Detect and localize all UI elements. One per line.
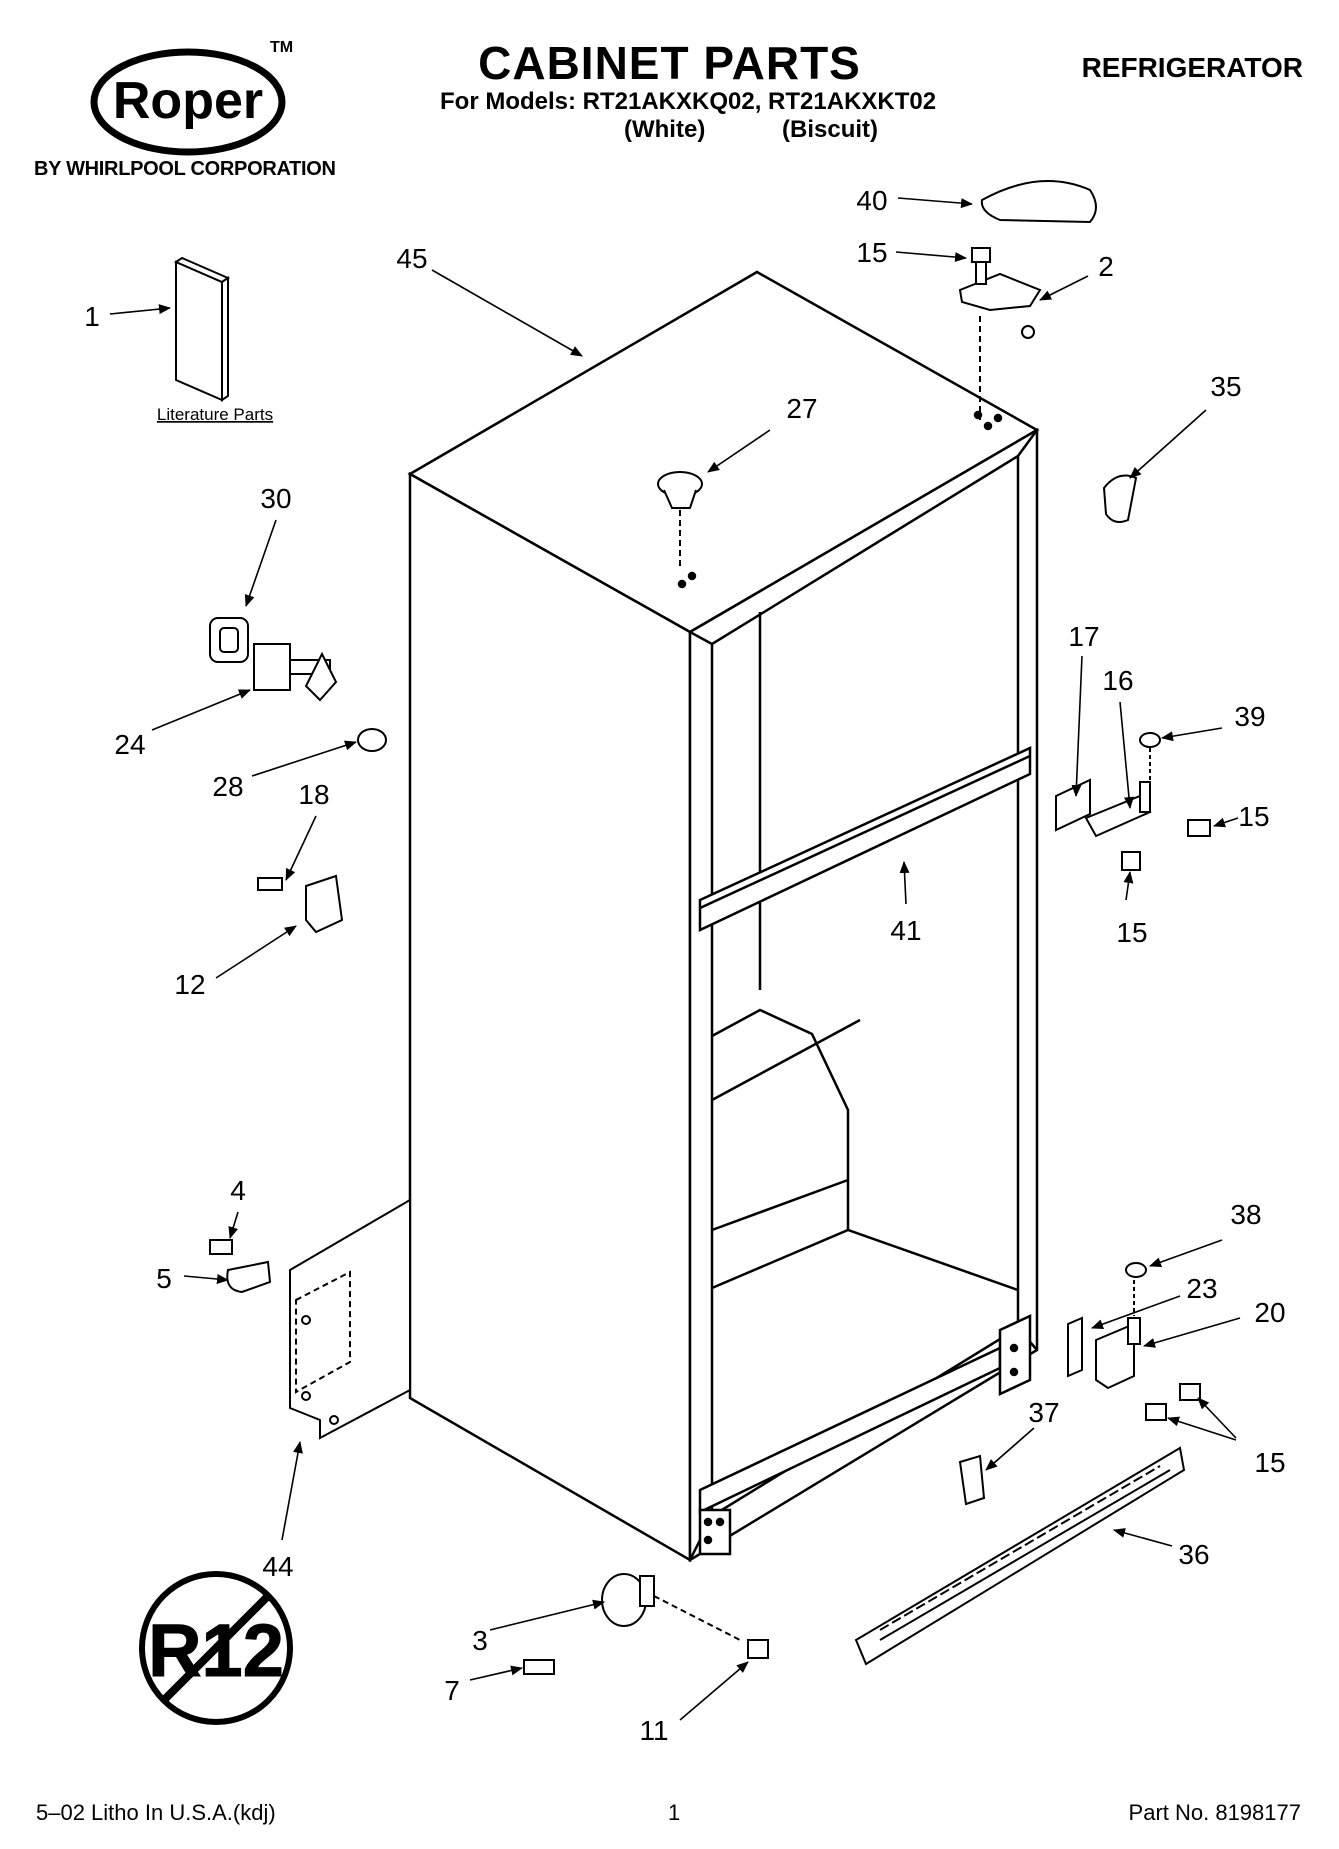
valve-assembly-24: [253, 643, 338, 702]
callout-35: 35: [1210, 371, 1241, 402]
washer-39: [1139, 732, 1161, 748]
callout-37: 37: [1028, 1397, 1059, 1428]
callout-44: 44: [262, 1551, 293, 1582]
center-hinge-16: [1084, 748, 1152, 838]
color-white: (White): [624, 116, 706, 143]
washer-38: [1125, 1262, 1147, 1278]
plug-button: [657, 471, 703, 566]
screws-15-bottom: [1145, 1383, 1201, 1421]
rear-access-panel: [289, 1198, 411, 1440]
roper-logo: Roper TM: [90, 39, 293, 156]
callout-16: 16: [1102, 665, 1133, 696]
callout-28: 28: [212, 771, 243, 802]
callout-15-bottom: 15: [1254, 1447, 1285, 1478]
footer-page-number: 1: [668, 1800, 681, 1825]
callout-15-top: 15: [856, 237, 887, 268]
callout-15-low: 15: [1116, 917, 1147, 948]
callout-23: 23: [1186, 1273, 1217, 1304]
footer-part-number: Part No. 8198177: [1128, 1800, 1301, 1825]
callout-18: 18: [298, 779, 329, 810]
color-biscuit: (Biscuit): [782, 116, 878, 143]
callout-11: 11: [639, 1715, 668, 1746]
callout-12: 12: [174, 969, 205, 1000]
callout-38: 38: [1230, 1199, 1261, 1230]
r12-badge-text: R12: [148, 1609, 284, 1692]
callout-17: 17: [1068, 621, 1099, 652]
hinge-screw: [971, 247, 991, 285]
callout-45: 45: [396, 243, 427, 274]
screw-15-right: [1121, 819, 1211, 871]
callout-1: 1: [84, 301, 100, 332]
callout-4: 4: [230, 1175, 246, 1206]
no-r12-badge: R12: [139, 1571, 293, 1725]
washer-28: [357, 728, 387, 752]
screw-11: [747, 1639, 769, 1659]
roller-bracket-3: [601, 1573, 741, 1641]
callout-3: 3: [472, 1625, 488, 1656]
pin-7: [523, 1659, 555, 1675]
literature-booklet: [173, 256, 231, 402]
bracket-12: [257, 874, 344, 934]
models-line: For Models: RT21AKXKQ02, RT21AKXKT02: [440, 88, 937, 115]
callout-numbers: 1 45 40 15 2 35 27 30 24 28 18 12 17 16 …: [84, 185, 1285, 1746]
brand-byline: BY WHIRLPOOL CORPORATION: [34, 158, 336, 180]
callout-30: 30: [260, 483, 291, 514]
hinge-shim-17: [1055, 778, 1091, 832]
leader-lines: [109, 197, 1241, 1721]
callout-15-mid: 15: [1238, 801, 1269, 832]
callout-5: 5: [156, 1263, 172, 1294]
hinge-cap: [1102, 474, 1138, 523]
callout-36: 36: [1178, 1539, 1209, 1570]
callout-7: 7: [444, 1675, 460, 1706]
callout-41: 41: [890, 915, 921, 946]
logo-trademark: TM: [270, 39, 293, 56]
clip-37: [958, 1454, 986, 1506]
footer-litho: 5–02 Litho In U.S.A.(kdj): [36, 1800, 276, 1825]
refrigerator-cabinet: [407, 270, 1040, 1563]
appliance-type: REFRIGERATOR: [1081, 52, 1303, 83]
callout-27: 27: [786, 393, 817, 424]
callout-40: 40: [856, 185, 887, 216]
toe-grille: [854, 1446, 1186, 1666]
callout-20: 20: [1254, 1297, 1285, 1328]
bottom-hinge-20: [1067, 1280, 1141, 1390]
literature-parts-label: Literature Parts: [157, 405, 273, 424]
logo-text: Roper: [113, 72, 263, 130]
callout-39: 39: [1234, 701, 1265, 732]
callout-24: 24: [114, 729, 145, 760]
page-title: CABINET PARTS: [478, 37, 861, 89]
hinge-cover: [980, 180, 1097, 224]
gasket-30: [209, 617, 249, 663]
clamp-5: [209, 1239, 272, 1294]
callout-2: 2: [1098, 251, 1114, 282]
